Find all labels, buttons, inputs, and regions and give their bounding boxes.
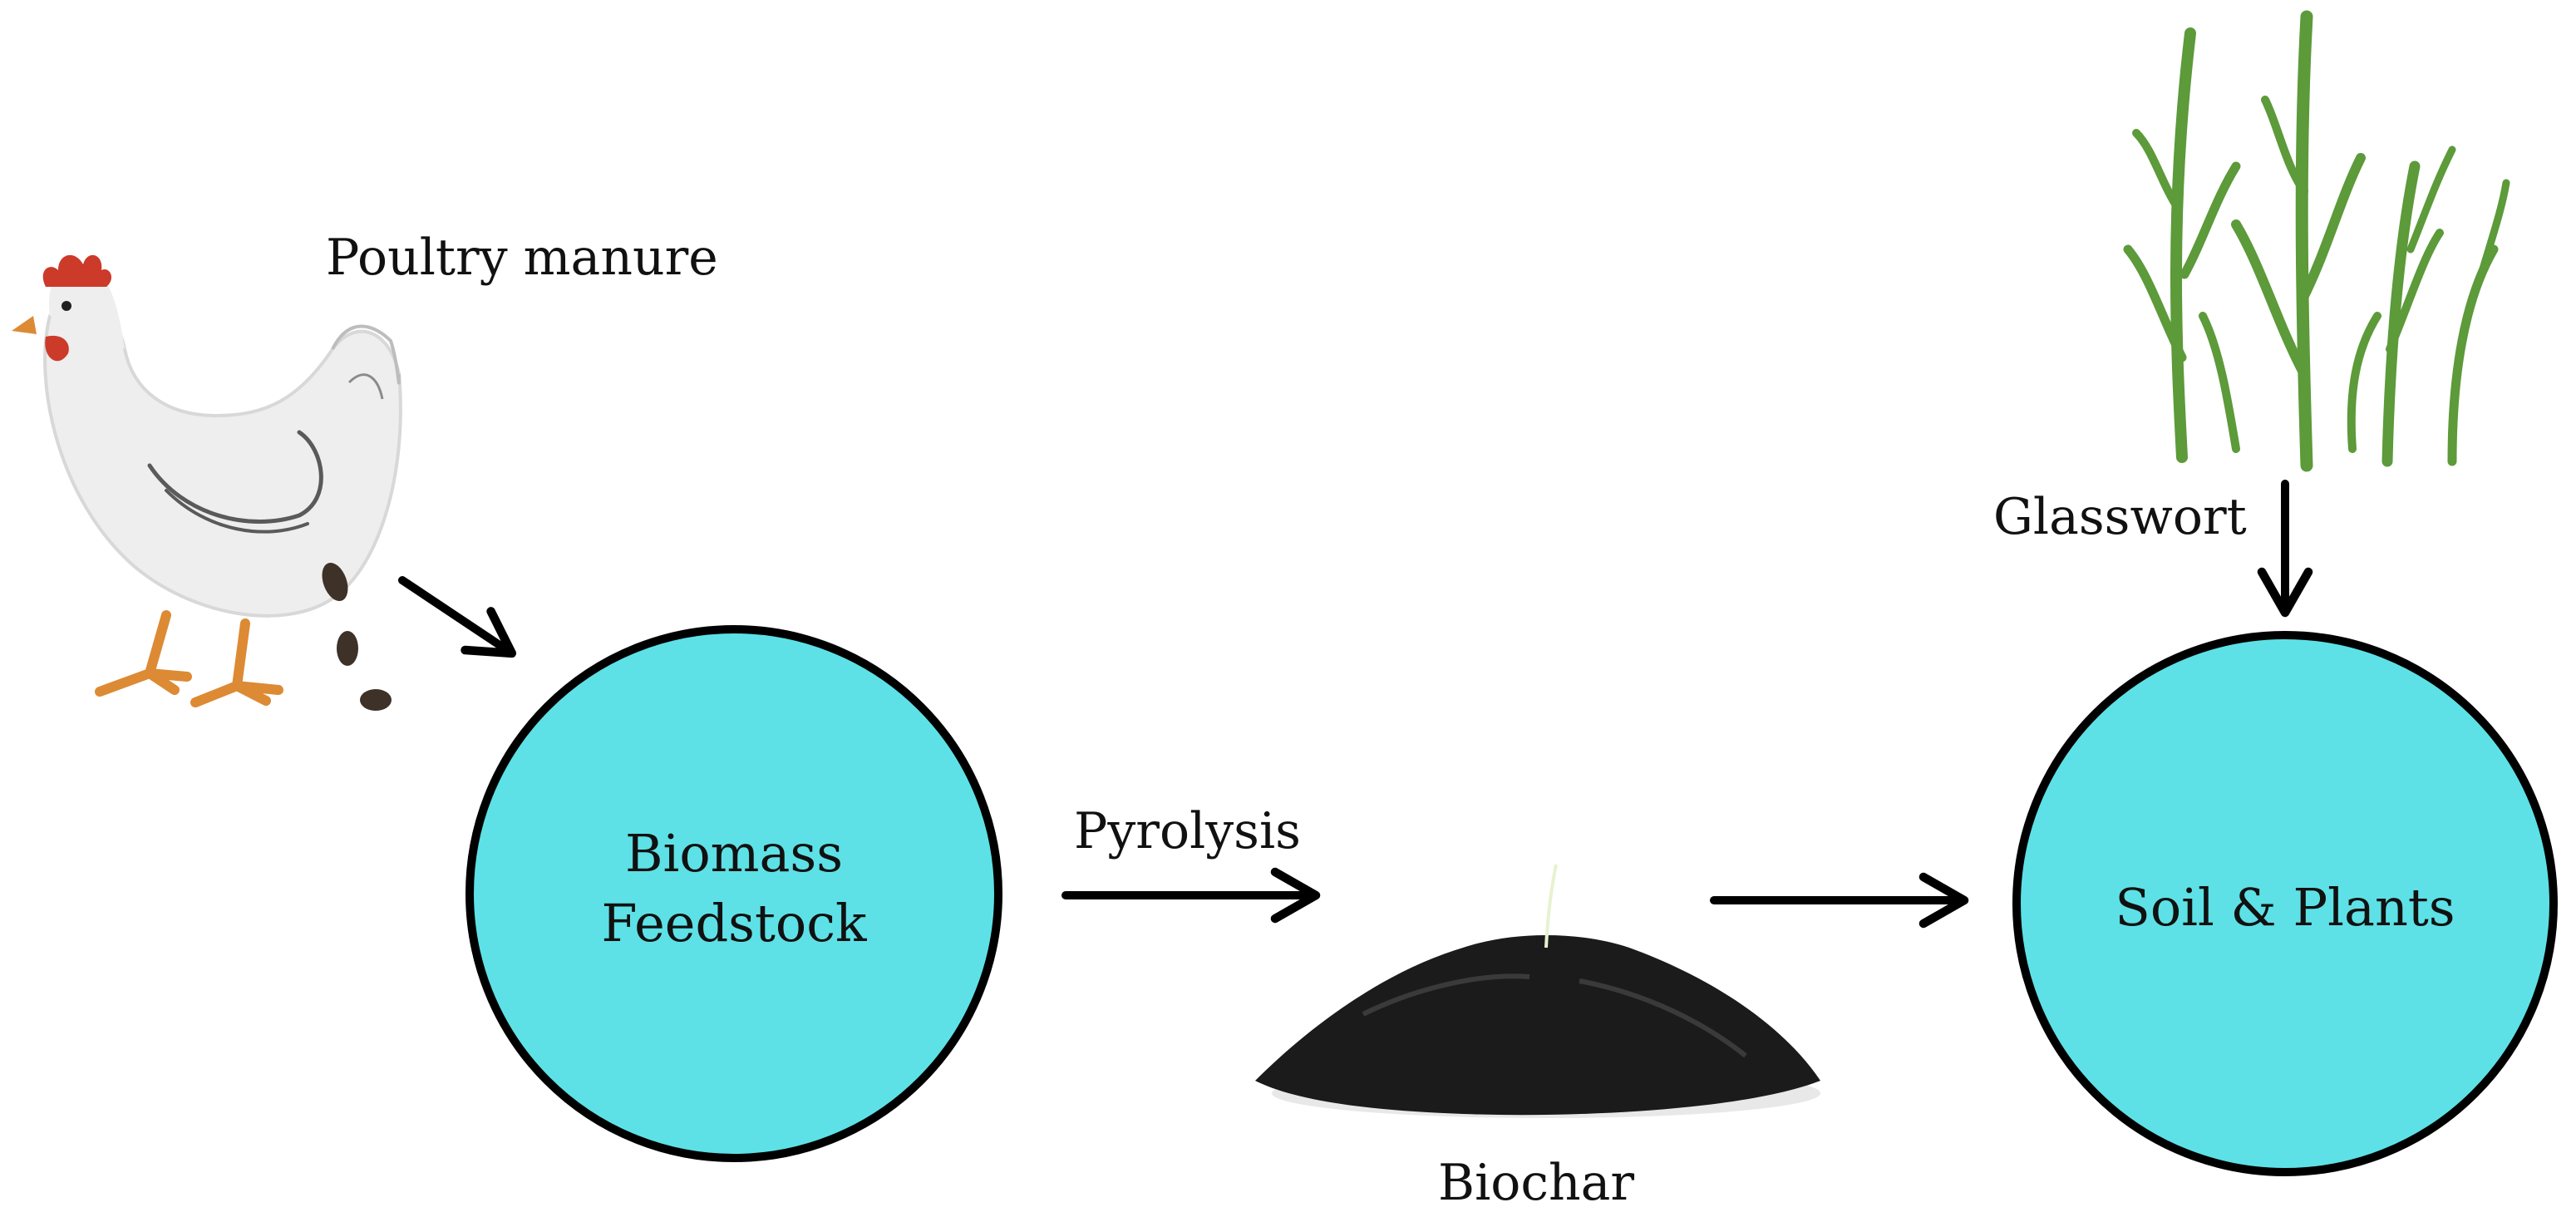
biomass-feedstock-label: Biomass Feedstock bbox=[526, 819, 942, 958]
biomass-label-line2: Feedstock bbox=[601, 892, 867, 953]
soil-plants-label: Soil & Plants bbox=[2036, 873, 2534, 943]
soil-label: Soil & Plants bbox=[2115, 877, 2455, 938]
label-glasswort: Glasswort bbox=[1993, 488, 2247, 546]
glasswort-icon bbox=[2123, 10, 2510, 472]
biochar-pile-icon bbox=[1255, 864, 1820, 1118]
biomass-label-line1: Biomass bbox=[624, 823, 844, 884]
manure-icon bbox=[322, 562, 392, 711]
arrow-manure-to-biomass bbox=[398, 576, 517, 658]
label-poultry-manure: Poultry manure bbox=[326, 229, 718, 287]
biomass-feedstock-node bbox=[465, 625, 1002, 1162]
soil-plants-node bbox=[2012, 631, 2558, 1176]
label-pyrolysis: Pyrolysis bbox=[1074, 802, 1301, 860]
label-biochar: Biochar bbox=[1438, 1154, 1635, 1212]
chicken-icon bbox=[12, 254, 402, 707]
